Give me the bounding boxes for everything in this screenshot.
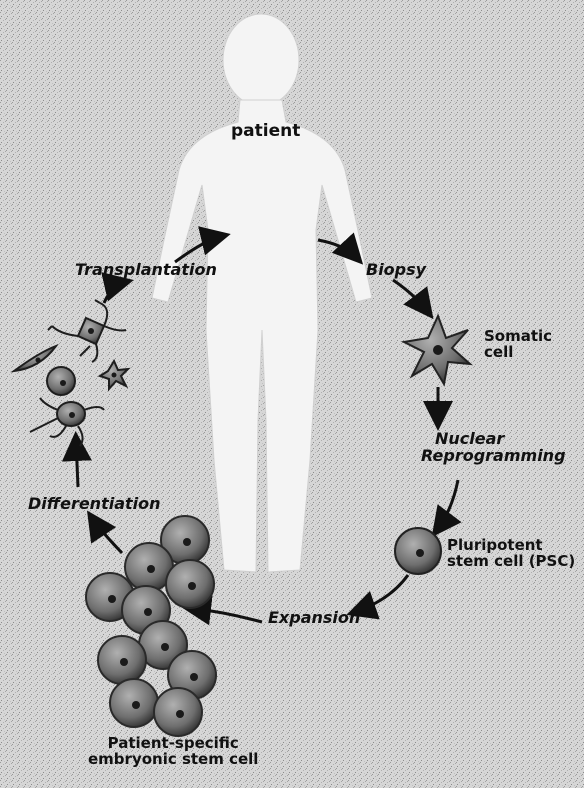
label-esc-line-2: embryonic stem cell [88, 752, 258, 768]
label-patient-specific-esc: Patient-specific embryonic stem cell [88, 736, 258, 768]
label-pluripotent-stem-cell: Pluripotent stem cell (PSC) [447, 538, 575, 570]
label-differentiation: Differentiation [28, 496, 161, 513]
label-psc-line-2: stem cell (PSC) [447, 554, 575, 570]
pluripotent-stem-cell [395, 528, 441, 574]
arrow-differentiation-to-cells [76, 440, 78, 487]
label-patient: patient [231, 123, 300, 141]
label-expansion: Expansion [268, 610, 360, 627]
label-somatic-line-2: cell [484, 345, 552, 361]
label-biopsy: Biopsy [366, 262, 426, 279]
label-somatic-cell: Somatic cell [484, 329, 552, 361]
label-transplantation: Transplantation [75, 262, 217, 279]
label-nuclear-reprogramming: Nuclear Reprogramming [433, 431, 566, 465]
round-cell [47, 367, 75, 395]
label-nuclear-line-2: Reprogramming [421, 448, 566, 465]
